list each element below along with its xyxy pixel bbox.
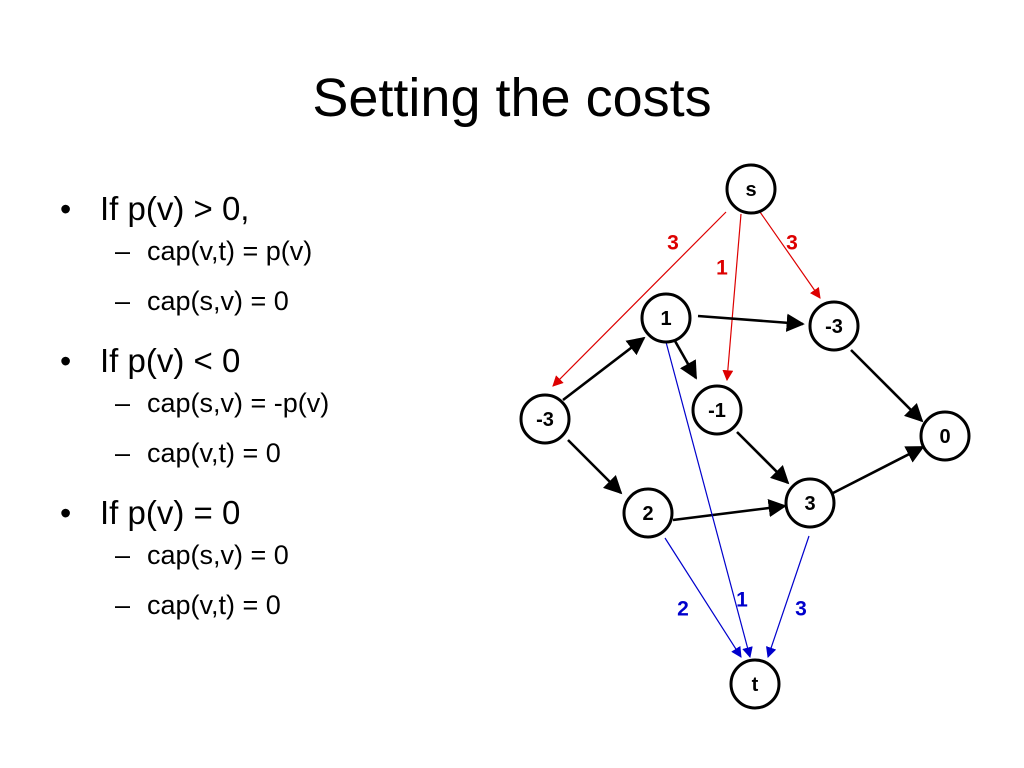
node-t: t [729,658,781,710]
edges-layer [552,211,925,659]
nodes-layer: s 1 -3 -3 -1 0 2 3 t [519,163,971,710]
node-n3: 3 [784,477,836,529]
edge-label-s-nm3a: 3 [667,232,679,255]
dash-icon: – [115,236,131,266]
node-n2: 2 [622,487,674,539]
sub-item: – cap(v,t) = 0 [60,590,490,640]
bullet-text: If p(v) > 0, [100,190,250,227]
node-nm1: -1 [691,384,743,436]
node-label: -3 [536,409,554,431]
node-label: -3 [825,316,843,338]
node-label: 1 [660,308,671,330]
node-label: 0 [939,426,950,448]
bullet-text: If p(v) = 0 [100,494,241,531]
node-circle [725,163,777,215]
edge-nm3b-n0 [850,349,924,423]
sub-list: – cap(s,v) = 0 – cap(v,t) = 0 [60,540,490,640]
edge-n1-nm3b [697,313,805,332]
bullet-list: • If p(v) > 0, – cap(v,t) = p(v) – cap(s… [60,190,490,646]
edge-n1-nm1 [673,340,698,380]
sub-text: cap(s,v) = -p(v) [147,388,330,418]
dash-icon: – [115,438,131,468]
edge-labels-layer: 3 1 3 1 2 3 [667,232,807,621]
node-label: s [745,179,756,201]
bullet-item: • If p(v) = 0 – cap(s,v) = 0 – cap(v,t) … [60,494,490,640]
sub-item: – cap(s,v) = 0 [60,540,490,590]
edge-n2-n3 [672,499,787,522]
edge-nm1-n3 [736,431,790,485]
edge-s-nm3b [759,211,821,299]
edge-s-nm1 [722,213,742,382]
edge-nm3a-n1 [562,336,646,402]
bullet-item: • If p(v) < 0 – cap(s,v) = -p(v) – cap(v… [60,342,490,488]
node-circle [729,658,781,710]
edge-label-n1-t: 1 [736,589,748,612]
sub-text: cap(v,t) = p(v) [147,236,313,266]
edge-label-s-nm1: 1 [716,257,728,280]
bullet-item: • If p(v) > 0, – cap(v,t) = p(v) – cap(s… [60,190,490,336]
node-circle [691,384,743,436]
node-n0: 0 [919,410,971,462]
dash-icon: – [115,590,131,620]
dash-icon: – [115,286,131,316]
node-circle [640,292,692,344]
node-s: s [725,163,777,215]
edge-n3-n0 [832,445,925,495]
sub-item: – cap(v,t) = 0 [60,438,490,488]
sub-text: cap(s,v) = 0 [147,286,289,316]
edge-label-n3-t: 3 [795,598,807,621]
node-circle [784,477,836,529]
dash-icon: – [115,388,131,418]
edge-label-s-nm3b: 3 [786,232,798,255]
sub-list: – cap(v,t) = p(v) – cap(s,v) = 0 [60,236,490,336]
node-n1: 1 [640,292,692,344]
bullet-dot-icon: • [60,191,72,227]
bullet-dot-icon: • [60,343,72,379]
sub-item: – cap(v,t) = p(v) [60,236,490,286]
node-circle [519,393,571,445]
node-circle [808,300,860,352]
slide-title: Setting the costs [312,68,712,128]
edge-nm3a-n2 [567,439,623,495]
edge-n2-t [664,537,742,658]
node-nm3a: -3 [519,393,571,445]
sub-item: – cap(s,v) = 0 [60,286,490,336]
sub-item: – cap(s,v) = -p(v) [60,388,490,438]
edge-n3-t [766,535,810,659]
dash-icon: – [115,540,131,570]
node-label: t [752,674,759,696]
edge-n1-t [665,341,753,659]
bullet-text: If p(v) < 0 [100,342,241,379]
sub-text: cap(v,t) = 0 [147,438,281,468]
node-label: -1 [708,400,726,422]
sub-text: cap(v,t) = 0 [147,590,281,620]
sub-list: – cap(s,v) = -p(v) – cap(v,t) = 0 [60,388,490,488]
edge-s-nm3a [552,211,727,387]
node-nm3b: -3 [808,300,860,352]
node-circle [919,410,971,462]
node-label: 2 [642,503,653,525]
sub-text: cap(s,v) = 0 [147,540,289,570]
node-label: 3 [804,493,815,515]
bullet-dot-icon: • [60,495,72,531]
node-circle [622,487,674,539]
edge-label-n2-t: 2 [677,598,689,621]
